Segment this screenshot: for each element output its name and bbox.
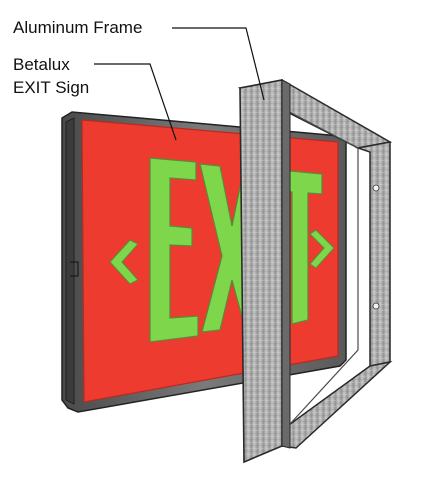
aluminum-frame bbox=[237, 79, 393, 464]
frame-screw bbox=[372, 302, 380, 310]
right-chevron-arrow-icon bbox=[309, 229, 335, 269]
frame-leader-line bbox=[172, 27, 265, 101]
sign-callout-label-line1: Betalux bbox=[13, 55, 70, 74]
frame-callout-label: Aluminum Frame bbox=[13, 18, 143, 37]
left-chevron-arrow-icon bbox=[109, 239, 139, 285]
letter-e bbox=[149, 157, 199, 343]
mounting-clip bbox=[70, 261, 79, 277]
sign-leader-line bbox=[94, 63, 177, 141]
frame-screw bbox=[372, 184, 380, 192]
sign-callout-label-line2: EXIT Sign bbox=[13, 78, 90, 97]
